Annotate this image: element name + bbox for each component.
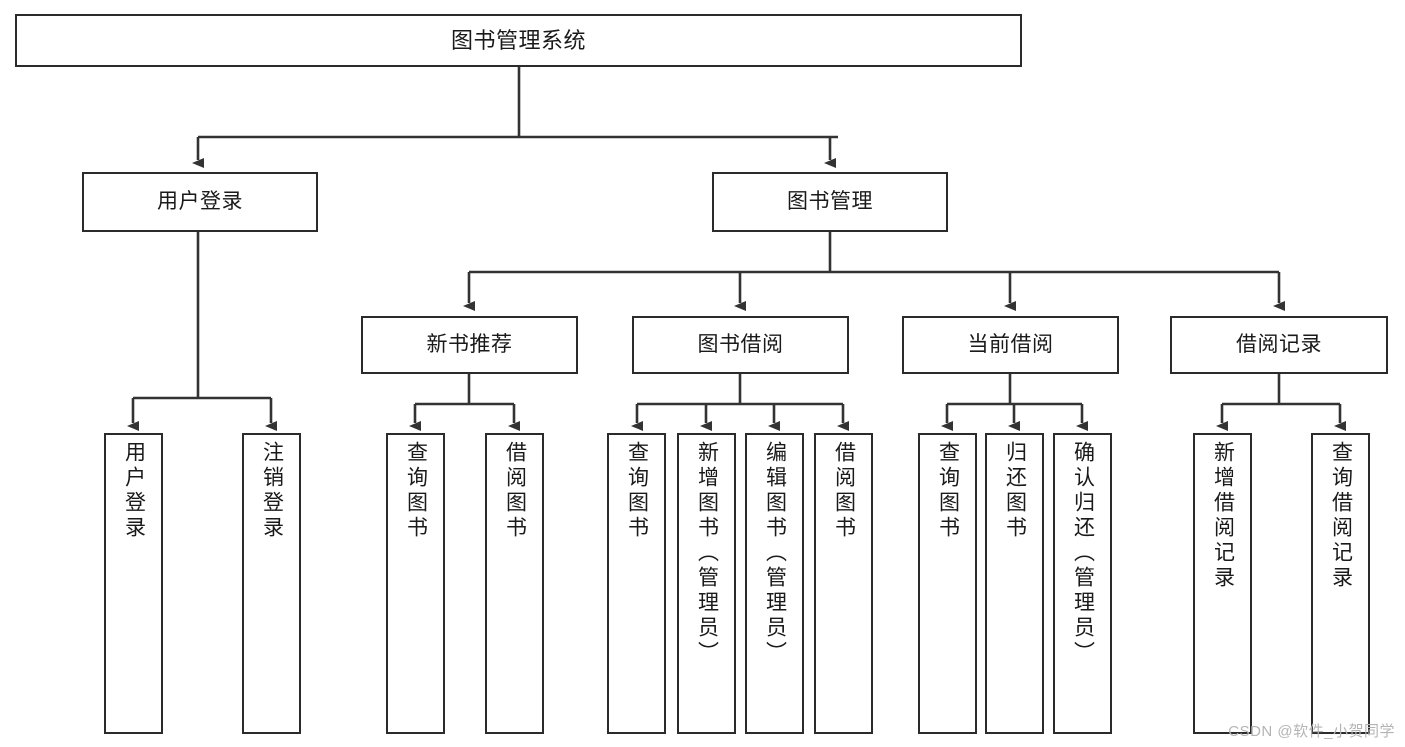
leaf-current-return-book[interactable]: 归还图书 (985, 433, 1044, 734)
node-label: 查询图书 (936, 441, 960, 541)
node-root-system[interactable]: 图书管理系统 (15, 14, 1022, 67)
leaf-borrow-query-book[interactable]: 查询图书 (607, 433, 666, 734)
leaf-record-query-record[interactable]: 查询借阅记录 (1311, 433, 1370, 734)
node-label: 用户登录 (157, 189, 243, 213)
leaf-user-login-logout[interactable]: 注销登录 (242, 433, 301, 734)
leaf-record-add-record[interactable]: 新增借阅记录 (1193, 433, 1252, 734)
node-label: 查询借阅记录 (1329, 441, 1353, 591)
node-user-login[interactable]: 用户登录 (82, 172, 318, 232)
leaf-borrow-edit-book-admin[interactable]: 编辑图书（管理员） (745, 433, 804, 734)
node-book-management[interactable]: 图书管理 (712, 172, 948, 232)
node-borrow-record[interactable]: 借阅记录 (1170, 316, 1388, 374)
leaf-borrow-add-book-admin[interactable]: 新增图书（管理员） (677, 433, 736, 734)
node-label: 归还图书 (1003, 441, 1027, 541)
leaf-recommend-query-book[interactable]: 查询图书 (386, 433, 445, 734)
node-label: 当前借阅 (967, 332, 1054, 356)
leaf-current-confirm-return-admin[interactable]: 确认归还（管理员） (1053, 433, 1112, 734)
watermark-text: CSDN @软件_小贺同学 (1228, 723, 1395, 740)
node-label: 查询图书 (625, 441, 649, 541)
node-label: 确认归还（管理员） (1071, 441, 1095, 666)
leaf-current-query-book[interactable]: 查询图书 (918, 433, 977, 734)
node-label: 新增借阅记录 (1211, 441, 1235, 591)
node-label: 图书借阅 (697, 332, 784, 356)
node-current-borrow[interactable]: 当前借阅 (902, 316, 1119, 374)
node-label: 注销登录 (260, 441, 284, 541)
node-label: 用户登录 (122, 441, 146, 541)
node-label: 借阅记录 (1236, 332, 1322, 356)
node-new-book-recommend[interactable]: 新书推荐 (361, 316, 578, 374)
node-label: 借阅图书 (832, 441, 856, 541)
node-label: 查询图书 (404, 441, 428, 541)
node-label: 新书推荐 (426, 332, 513, 356)
leaf-recommend-borrow-book[interactable]: 借阅图书 (485, 433, 544, 734)
leaf-user-login-login[interactable]: 用户登录 (104, 433, 163, 734)
leaf-borrow-borrow-book[interactable]: 借阅图书 (814, 433, 873, 734)
node-label: 新增图书（管理员） (695, 441, 719, 666)
node-label: 图书管理 (787, 189, 873, 213)
node-label: 编辑图书（管理员） (763, 441, 787, 666)
node-label: 图书管理系统 (450, 27, 586, 53)
node-book-borrow[interactable]: 图书借阅 (632, 316, 849, 374)
node-label: 借阅图书 (503, 441, 527, 541)
